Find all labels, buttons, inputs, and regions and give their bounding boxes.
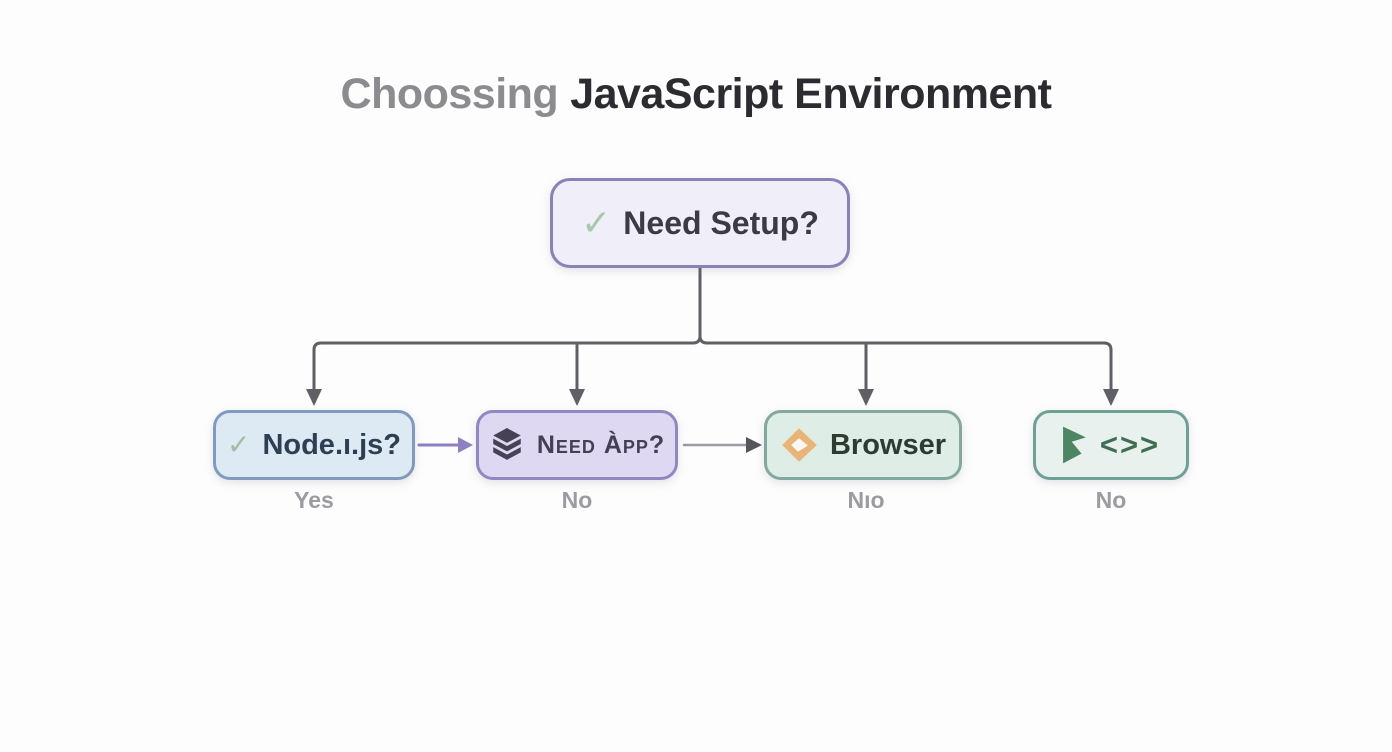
arrowhead-down-3 bbox=[858, 389, 874, 406]
node-need-setup: ✓ Need Setup? bbox=[550, 178, 850, 268]
check-icon: ✓ bbox=[226, 429, 251, 460]
arrowhead-down-1 bbox=[306, 389, 322, 406]
connector-branch-left bbox=[312, 334, 702, 392]
node-browser: Browser bbox=[764, 410, 962, 480]
node-code: <>> bbox=[1033, 410, 1189, 480]
branch-label-no-2: Nıo bbox=[847, 487, 885, 513]
title-part-muted: Choossing bbox=[340, 70, 559, 118]
branch-label-yes: Yes bbox=[294, 487, 334, 513]
node-need-app: Need Àpp? bbox=[476, 410, 678, 480]
branch-label-no-3: No bbox=[1095, 487, 1127, 513]
node-need-setup-label: Need Setup? bbox=[623, 204, 819, 241]
node-browser-label: Browser bbox=[829, 428, 947, 461]
check-icon: ✓ bbox=[581, 202, 612, 243]
arrowhead-down-4 bbox=[1103, 389, 1119, 406]
branch-label-no-1: No bbox=[561, 487, 593, 513]
node-code-label: <>> bbox=[1099, 427, 1161, 462]
stack-icon bbox=[493, 428, 521, 460]
play-icon bbox=[1062, 426, 1086, 464]
node-nodejs-label: Node.ı.js? bbox=[262, 428, 402, 461]
arrowhead-gray bbox=[746, 437, 762, 453]
node-nodejs: ✓ Node.ı.js? bbox=[213, 410, 415, 480]
arrowhead-down-2 bbox=[569, 389, 585, 406]
diamond-icon bbox=[782, 428, 817, 462]
node-need-app-label: Need Àpp? bbox=[536, 430, 666, 459]
title-part-main: JavaScript Environment bbox=[570, 70, 1052, 118]
arrowhead-purple bbox=[458, 437, 473, 453]
connector-branch-right bbox=[698, 334, 1113, 392]
